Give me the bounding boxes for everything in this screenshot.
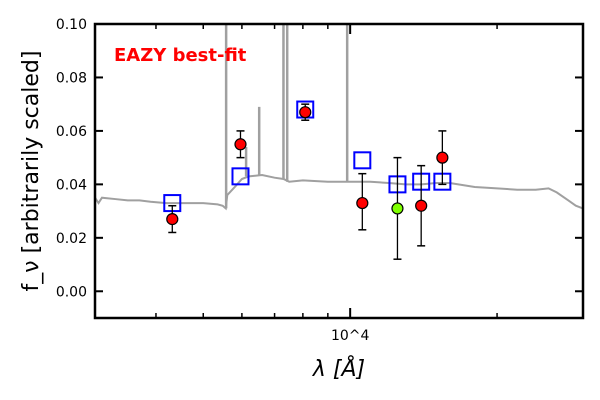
observed-flux-point bbox=[166, 213, 179, 226]
y-tick-label: 0.08 bbox=[56, 70, 87, 86]
y-tick-label: 0.06 bbox=[56, 124, 87, 140]
observed-flux-point bbox=[356, 196, 369, 210]
model-photometry-square bbox=[353, 151, 372, 170]
annotation-label: EAZY best-fit bbox=[114, 45, 247, 66]
y-axis-label: f_ν [arbitrarily scaled] bbox=[19, 51, 44, 292]
x-tick-label: 10^4 bbox=[331, 328, 370, 344]
observed-flux-point bbox=[436, 151, 449, 164]
model-photometry-square bbox=[231, 167, 250, 186]
x-axis-label: λ [Å] bbox=[312, 355, 365, 382]
y-tick-label: 0.10 bbox=[56, 17, 87, 33]
observed-flux-point bbox=[391, 202, 404, 215]
plot-frame bbox=[93, 22, 585, 320]
y-tick-label: 0.00 bbox=[56, 284, 87, 300]
observed-flux-point bbox=[234, 138, 247, 151]
observed-flux-point bbox=[415, 199, 428, 212]
observed-flux-point bbox=[299, 106, 312, 119]
y-tick-label: 0.02 bbox=[56, 231, 87, 247]
y-tick-label: 0.04 bbox=[56, 177, 87, 193]
model-spectrum-line bbox=[95, 173, 583, 211]
